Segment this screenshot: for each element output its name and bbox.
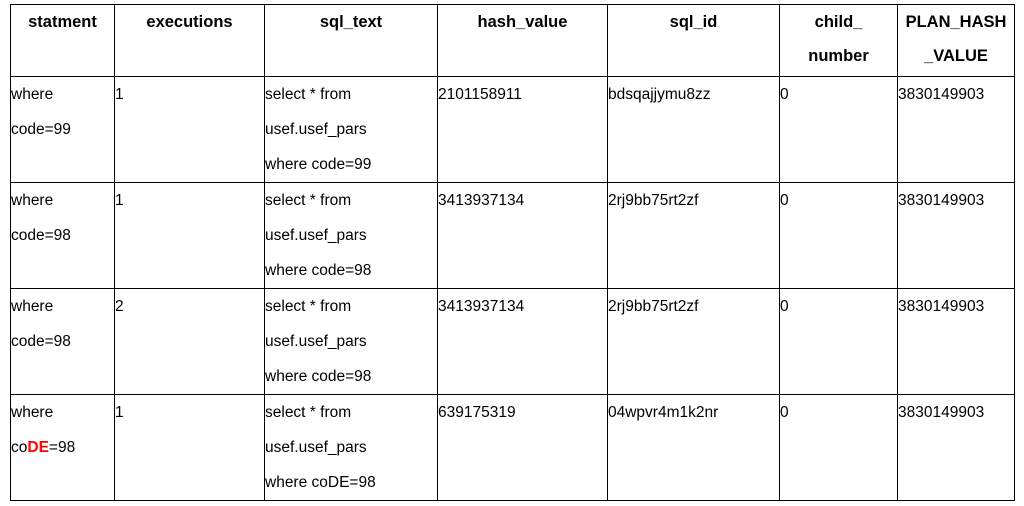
header-row: statment executions sql_text hash_value … [10, 4, 1015, 77]
hash-value-value: 3413937134 [438, 298, 525, 315]
executions-value: 1 [115, 192, 124, 209]
column-header-sql-text-line-1: sql_text [319, 13, 383, 31]
cell-hash-value: 3413937134 [437, 182, 608, 289]
statment-line-1: where [11, 298, 54, 315]
cell-executions: 1 [114, 182, 265, 289]
cell-sql-id: 2rj9bb75rt2zf [607, 182, 780, 289]
plan-hash-value-value: 3830149903 [898, 192, 985, 209]
sql-id-value: 04wpvr4m1k2nr [608, 404, 719, 421]
child-number-value: 0 [780, 86, 789, 103]
table-row: where coDE=98 1 select * from usef.usef_… [10, 394, 1015, 501]
sql-text-line-2: usef.usef_pars [265, 439, 367, 456]
table-row: where code=98 2 select * from usef.usef_… [10, 288, 1015, 395]
statment-line-1: where [11, 86, 54, 103]
cell-executions: 1 [114, 394, 265, 501]
plan-hash-value-value: 3830149903 [898, 86, 985, 103]
statment-line-1: where [11, 404, 54, 421]
cell-child-number: 0 [779, 182, 898, 289]
table-header: statment executions sql_text hash_value … [10, 4, 1015, 77]
cell-executions: 1 [114, 76, 265, 183]
statment-line-2: code=98 [11, 333, 71, 350]
plan-hash-value-value: 3830149903 [898, 298, 985, 315]
statment-line-2-highlighted: coDE=98 [11, 430, 114, 465]
cell-plan-hash-value: 3830149903 [897, 182, 1015, 289]
sql-statistics-table: statment executions sql_text hash_value … [10, 4, 1015, 501]
sql-text-line-3: where code=98 [265, 262, 372, 279]
table-body: where code=99 1 select * from usef.usef_… [10, 76, 1015, 501]
cell-sql-id: 04wpvr4m1k2nr [607, 394, 780, 501]
table-row: where code=98 1 select * from usef.usef_… [10, 182, 1015, 289]
executions-value: 2 [115, 298, 124, 315]
cell-sql-text: select * from usef.usef_pars where code=… [264, 76, 438, 183]
plan-hash-value-value: 3830149903 [898, 404, 985, 421]
statment-line-2: code=99 [11, 121, 71, 138]
column-header-child-number-line-2: number [808, 47, 869, 65]
executions-value: 1 [115, 404, 124, 421]
column-header-statment: statment [10, 4, 115, 77]
sql-text-line-3: where coDE=98 [265, 474, 376, 491]
sql-text-line-1: select * from [265, 298, 352, 315]
cell-statment: where code=99 [10, 76, 115, 183]
cell-plan-hash-value: 3830149903 [897, 394, 1015, 501]
sql-text-line-2: usef.usef_pars [265, 227, 367, 244]
executions-value: 1 [115, 86, 124, 103]
sql-id-value: bdsqajjymu8zz [608, 86, 711, 103]
cell-statment: where code=98 [10, 288, 115, 395]
statment-prefix: co [11, 439, 28, 456]
column-header-executions-line-1: executions [146, 13, 233, 31]
column-header-child-number-line-1: child_ [814, 13, 863, 31]
column-header-hash-value: hash_value [437, 4, 608, 77]
cell-child-number: 0 [779, 288, 898, 395]
column-header-plan-hash-value-line-1: PLAN_HASH [905, 13, 1007, 31]
cell-sql-id: bdsqajjymu8zz [607, 76, 780, 183]
cell-statment: where coDE=98 [10, 394, 115, 501]
cell-hash-value: 2101158911 [437, 76, 608, 183]
child-number-value: 0 [780, 404, 789, 421]
statment-line-2: code=98 [11, 227, 71, 244]
column-header-sql-text: sql_text [264, 4, 438, 77]
child-number-value: 0 [780, 192, 789, 209]
sql-id-value: 2rj9bb75rt2zf [608, 192, 699, 209]
sql-text-line-1: select * from [265, 404, 352, 421]
cell-sql-text: select * from usef.usef_pars where code=… [264, 288, 438, 395]
statment-suffix: =98 [48, 439, 76, 456]
child-number-value: 0 [780, 298, 789, 315]
cell-child-number: 0 [779, 394, 898, 501]
cell-child-number: 0 [779, 76, 898, 183]
cell-sql-text: select * from usef.usef_pars where coDE=… [264, 394, 438, 501]
cell-executions: 2 [114, 288, 265, 395]
cell-plan-hash-value: 3830149903 [897, 288, 1015, 395]
hash-value-value: 639175319 [438, 404, 516, 421]
sql-text-line-2: usef.usef_pars [265, 333, 367, 350]
cell-hash-value: 3413937134 [437, 288, 608, 395]
column-header-statment-line-1: statment [28, 13, 97, 31]
column-header-executions: executions [114, 4, 265, 77]
sql-id-value: 2rj9bb75rt2zf [608, 298, 699, 315]
sql-text-line-1: select * from [265, 192, 352, 209]
hash-value-value: 2101158911 [438, 86, 522, 103]
cell-sql-text: select * from usef.usef_pars where code=… [264, 182, 438, 289]
cell-sql-id: 2rj9bb75rt2zf [607, 288, 780, 395]
sql-text-line-3: where code=98 [265, 368, 372, 385]
column-header-plan-hash-value-line-2: _VALUE [924, 47, 988, 65]
sql-text-line-2: usef.usef_pars [265, 121, 367, 138]
cell-plan-hash-value: 3830149903 [897, 76, 1015, 183]
column-header-hash-value-line-1: hash_value [477, 13, 568, 31]
table-row: where code=99 1 select * from usef.usef_… [10, 76, 1015, 183]
sql-text-line-1: select * from [265, 86, 352, 103]
column-header-child-number: child_ number [779, 4, 898, 77]
statment-highlight: DE [27, 439, 49, 456]
column-header-plan-hash-value: PLAN_HASH _VALUE [897, 4, 1015, 77]
column-header-sql-id: sql_id [607, 4, 780, 77]
hash-value-value: 3413937134 [438, 192, 525, 209]
statment-line-1: where [11, 192, 54, 209]
cell-hash-value: 639175319 [437, 394, 608, 501]
sql-text-line-3: where code=99 [265, 156, 372, 173]
column-header-sql-id-line-1: sql_id [669, 13, 718, 31]
cell-statment: where code=98 [10, 182, 115, 289]
